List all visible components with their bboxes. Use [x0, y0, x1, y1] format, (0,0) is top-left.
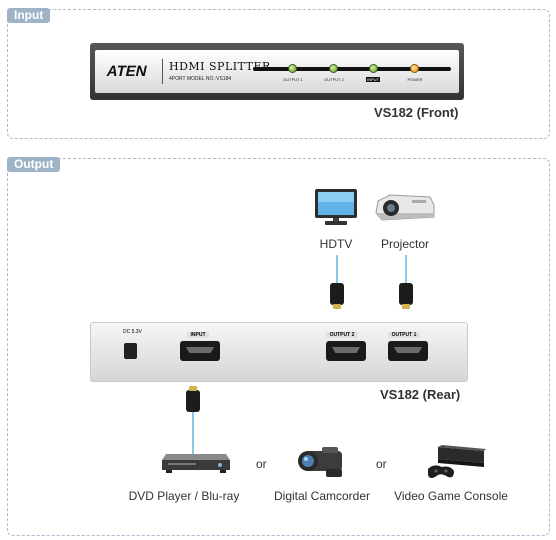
game-console-label: Video Game Console: [394, 489, 508, 503]
splitter-front-panel: ATEN HDMI SPLITTER 4PORT MODEL NO.:VS184…: [90, 43, 464, 100]
front-model: 4PORT MODEL NO.:VS184: [169, 76, 232, 82]
front-led-bar: [253, 67, 451, 71]
source-cable: [192, 412, 194, 456]
port-label-input: INPUT: [187, 332, 209, 338]
led-label-power: POWER: [407, 77, 423, 82]
front-divider: [162, 59, 163, 84]
rear-caption: VS182 (Rear): [380, 387, 461, 402]
hdmi-input-port-icon: [180, 341, 220, 361]
led-label-output-2: OUTPUT 2: [324, 77, 344, 82]
dvd-player-label: DVD Player / Blu-ray: [128, 489, 240, 503]
hdtv-label: HDTV: [319, 237, 353, 251]
aten-logo: ATEN: [105, 63, 149, 80]
led-label-input: INPUT: [366, 77, 380, 82]
splitter-rear-panel: DC 5.3V INPUT OUTPUT 2 OUTPUT 1: [90, 322, 468, 382]
led-output-1-icon: [288, 64, 297, 73]
front-caption: VS182 (Front): [374, 105, 459, 120]
projector-icon: [375, 194, 435, 221]
input-tab: Input: [7, 8, 51, 23]
led-power-icon: [410, 64, 419, 73]
hdtv-icon: [315, 189, 357, 225]
led-input-icon: [369, 64, 378, 73]
output-tab: Output: [7, 157, 61, 172]
dc-label: DC 5.3V: [123, 329, 142, 335]
dvd-player-icon: [162, 454, 230, 473]
hdtv-cable: [336, 255, 338, 285]
port-label-output-2: OUTPUT 2: [326, 332, 358, 338]
source-hdmi-plug-icon: [186, 386, 200, 412]
hdmi-output-1-port-icon: [388, 341, 428, 361]
dc-jack-icon: [124, 343, 137, 359]
game-console-icon: [428, 445, 486, 478]
front-title: HDMI SPLITTER: [169, 60, 271, 73]
projector-hdmi-plug-icon: [399, 283, 413, 309]
camcorder-label: Digital Camcorder: [273, 489, 371, 503]
or-text-1: or: [256, 457, 267, 471]
or-text-2: or: [376, 457, 387, 471]
front-faceplate: ATEN HDMI SPLITTER 4PORT MODEL NO.:VS184…: [95, 50, 459, 93]
projector-label: Projector: [380, 237, 430, 251]
hdmi-output-2-port-icon: [326, 341, 366, 361]
projector-cable: [405, 255, 407, 285]
led-output-2-icon: [329, 64, 338, 73]
port-label-output-1: OUTPUT 1: [388, 332, 420, 338]
hdtv-hdmi-plug-icon: [330, 283, 344, 309]
camcorder-icon: [298, 447, 342, 477]
led-label-output-1: OUTPUT 1: [283, 77, 303, 82]
